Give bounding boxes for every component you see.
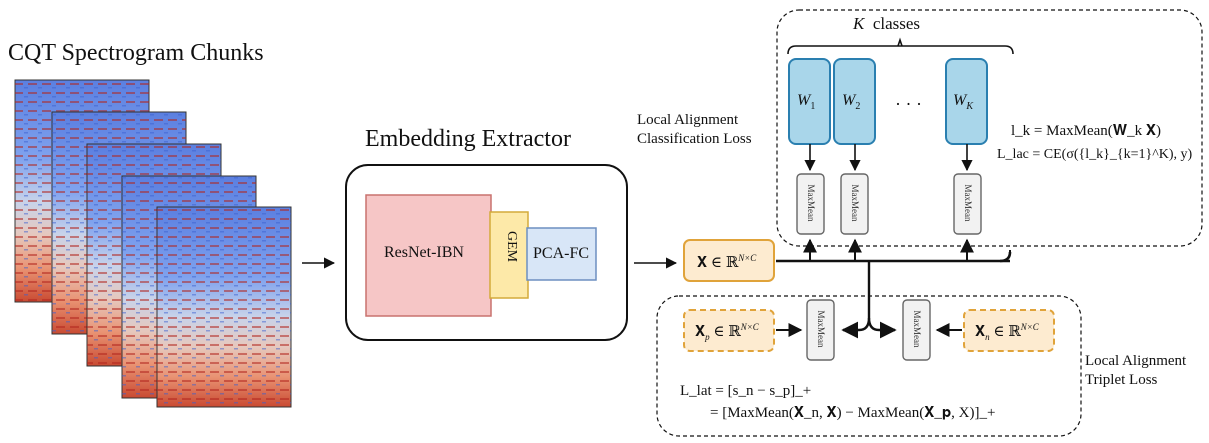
- lat-maxmean-p-box: [806, 299, 835, 361]
- w-ellipsis: · · ·: [895, 94, 922, 114]
- lac-maxmean-k-label: MaxMean: [963, 184, 973, 222]
- wk-sub: K: [966, 101, 973, 113]
- embedding-x-text: 𝐗 ∈ ℝ: [697, 255, 739, 271]
- classes-brace-tip: [897, 37, 903, 47]
- xn-text: 𝐗: [975, 324, 986, 340]
- w1-label: W1: [797, 92, 815, 112]
- xp-label: 𝐗p ∈ ℝN×C: [695, 322, 759, 342]
- trunk-down-to-lat-right: [867, 317, 897, 339]
- input-title: CQT Spectrogram Chunks: [8, 40, 264, 66]
- classes-brace: [787, 45, 1014, 55]
- spectrogram-stack: [14, 79, 292, 408]
- w1-text: W: [797, 92, 811, 109]
- lat-maxmean-p-label: MaxMean: [816, 310, 826, 348]
- xn-label: 𝐗n ∈ ℝN×C: [975, 322, 1039, 342]
- lac-maxmean-2-box: [840, 173, 869, 235]
- w2-label: W2: [842, 92, 860, 112]
- xn-box: [963, 309, 1055, 352]
- w2-text: W: [842, 92, 856, 109]
- pcafc-block: [526, 227, 597, 281]
- lac-label-line1: Local Alignment: [637, 112, 739, 128]
- classes-text: classes: [872, 14, 921, 33]
- gem-label: GEM: [504, 231, 519, 263]
- lac-label-line2: Classification Loss: [637, 131, 752, 147]
- lac-container: [776, 9, 1203, 247]
- xp-sup: N×C: [740, 322, 759, 332]
- lac-eq1: l_k = MaxMean(𝐖_k 𝐗): [1011, 123, 1162, 139]
- xn-sub: n: [985, 332, 990, 342]
- wk-text: W: [953, 92, 967, 109]
- extractor-title: Embedding Extractor: [365, 126, 571, 152]
- lac-maxmean-1-box: [796, 173, 825, 235]
- pcafc-label: PCA-FC: [533, 245, 590, 262]
- lat-label-line1: Local Alignment: [1085, 353, 1187, 369]
- classes-label: K classes: [853, 14, 920, 34]
- xp-text: 𝐗: [695, 324, 706, 340]
- embedding-x-sup: N×C: [738, 253, 757, 263]
- xp-sub: p: [705, 332, 710, 342]
- resnet-block: [365, 194, 492, 317]
- lat-label-line2: Triplet Loss: [1085, 372, 1158, 388]
- lat-eq2: = [MaxMean(𝐗_n, 𝐗) − MaxMean(𝐗_𝐩, X)]_+: [710, 405, 996, 421]
- lat-maxmean-n-box: [902, 299, 931, 361]
- lac-maxmean-k-box: [953, 173, 982, 235]
- w2-sub: 2: [855, 101, 861, 113]
- xn-tail: ∈ ℝ: [989, 324, 1021, 340]
- trunk-round-right: [999, 251, 1012, 263]
- lac-maxmean-1-label: MaxMean: [806, 184, 816, 222]
- lat-container: [656, 295, 1082, 437]
- resnet-label: ResNet-IBN: [384, 244, 464, 261]
- lat-maxmean-n-label: MaxMean: [912, 310, 922, 348]
- spectrogram-chunk-5: [156, 206, 292, 408]
- xp-tail: ∈ ℝ: [709, 324, 741, 340]
- xp-box: [683, 309, 775, 352]
- w1-sub: 1: [810, 101, 816, 113]
- xn-sup: N×C: [1020, 322, 1039, 332]
- lat-eq1: L_lat = [s_n − s_p]_+: [680, 383, 812, 399]
- lac-maxmean-2-label: MaxMean: [850, 184, 860, 222]
- embedding-x-label: 𝐗 ∈ ℝN×C: [697, 253, 756, 272]
- wk-label: WK: [953, 92, 973, 112]
- gem-block: [489, 211, 529, 299]
- lac-eq2: L_lac = CE(σ({l_k}_{k=1}^K), y): [997, 147, 1193, 162]
- embedding-x-box: [683, 239, 775, 282]
- classes-k: K: [853, 14, 865, 33]
